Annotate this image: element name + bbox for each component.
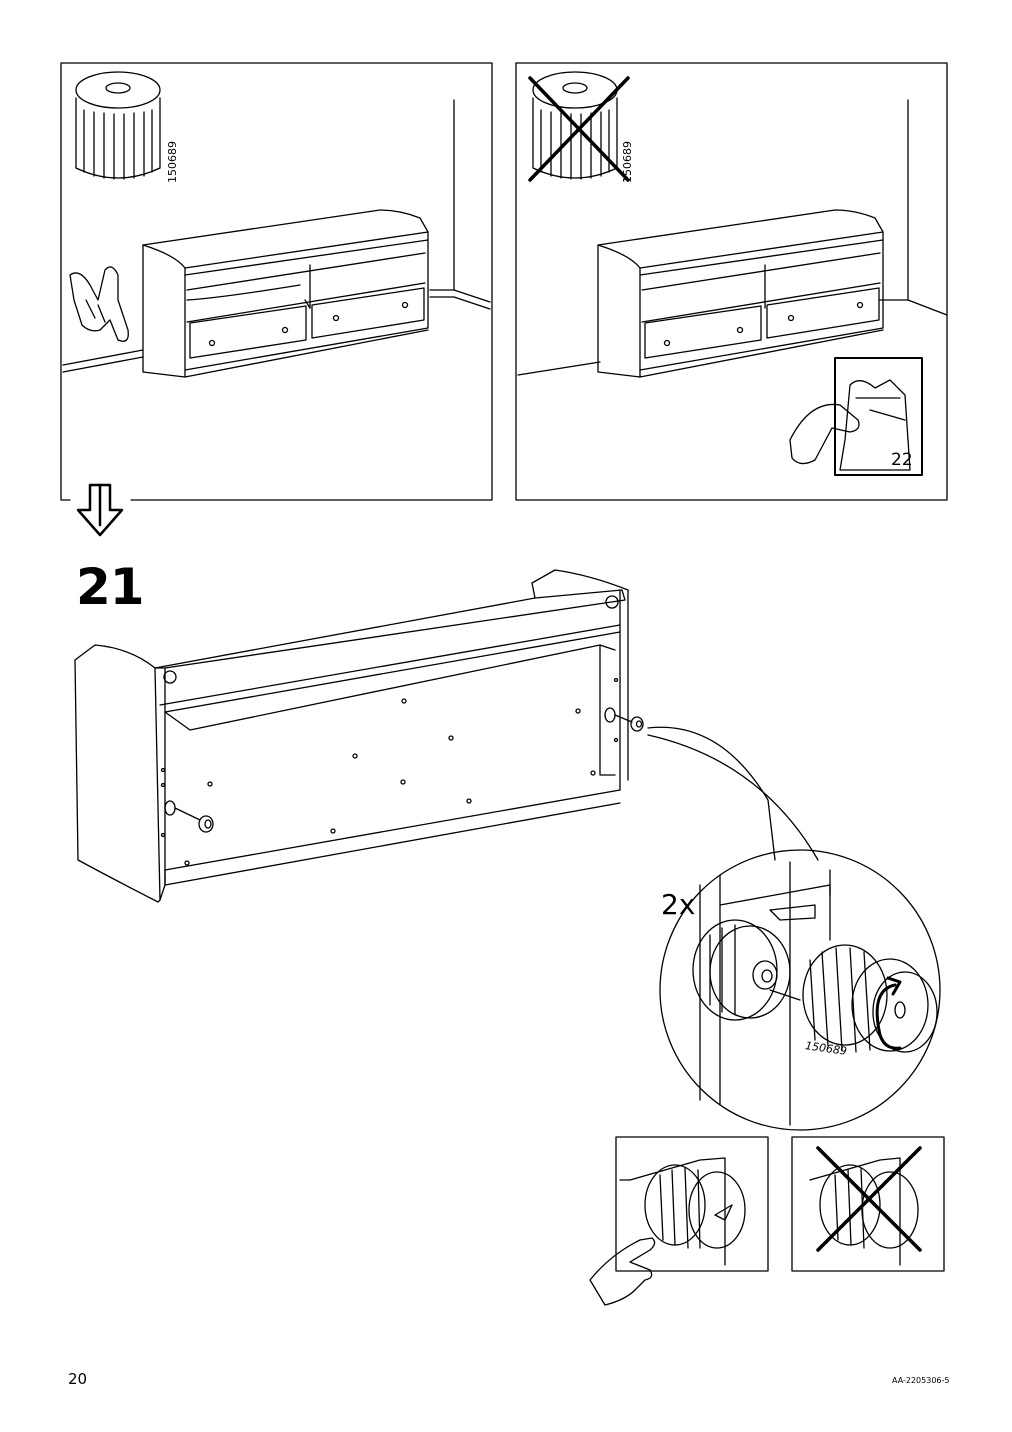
rotation-arrow-icon — [875, 976, 902, 1050]
part-number-label: 150689 — [621, 141, 634, 183]
tv-bench-2 — [597, 209, 884, 378]
foot-left — [164, 800, 214, 833]
cross-out-icon — [528, 76, 630, 182]
step-arrow-icon — [76, 483, 124, 537]
reference-page-number: 22 — [891, 450, 913, 470]
panel-incorrect-tighten — [791, 1136, 945, 1272]
cross-out-icon — [816, 1146, 922, 1252]
part-number-label: 150689 — [166, 141, 179, 183]
cylinder-part-icon — [75, 71, 161, 180]
detail-callout — [647, 726, 941, 1131]
page-number: 20 — [68, 1370, 88, 1388]
page-turn-icon — [789, 357, 923, 476]
pointing-hand-icon — [69, 266, 129, 342]
pointing-hand-icon — [589, 1237, 656, 1306]
step-number: 21 — [76, 558, 145, 616]
tv-bench-back-view — [74, 569, 644, 903]
quantity-label: 2x — [661, 888, 696, 921]
tv-bench-1 — [142, 209, 429, 378]
foot-right — [604, 707, 644, 732]
panel-correct-tighten — [589, 1136, 769, 1306]
document-code: AA-2205306-5 — [892, 1376, 950, 1385]
panel-incorrect-placement — [515, 62, 948, 501]
panel-correct-placement — [60, 62, 493, 501]
